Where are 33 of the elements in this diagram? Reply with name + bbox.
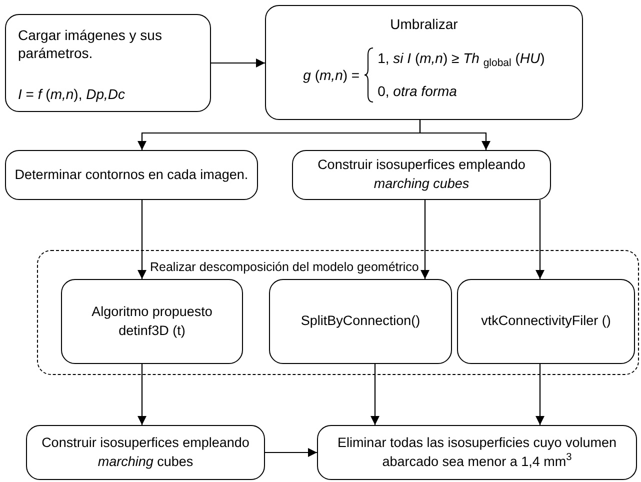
process-box	[265, 5, 583, 120]
process-box	[317, 425, 637, 480]
process-box	[292, 150, 551, 200]
node-text: Construir isosuperfices empleando marching cubes	[316, 156, 526, 193]
arrow	[138, 364, 146, 425]
node-text: I = f (m,n), Dp,Dc	[18, 86, 126, 104]
process-box	[269, 279, 452, 364]
process-box	[457, 279, 635, 364]
process-box	[61, 279, 243, 364]
process-box	[5, 150, 258, 200]
dashed-group	[37, 250, 639, 375]
node-text: SplitByConnection()	[300, 312, 420, 330]
formula-text: g (m,n) =	[303, 66, 360, 85]
arrow	[265, 448, 317, 457]
arrow	[138, 200, 146, 279]
group-heading: Realizar descomposición del modelo geométrico	[150, 261, 419, 274]
arrow	[211, 58, 265, 68]
arrow	[536, 200, 544, 279]
process-box	[26, 425, 265, 480]
node-text: Determinar contornos en cada imagen.	[14, 166, 248, 184]
node-text: Cargar imágenes y sus parámetros.	[18, 27, 163, 62]
node-text: vtkConnectivityFiler ()	[481, 312, 611, 330]
node-title: Umbralizar	[390, 15, 458, 34]
arrow	[419, 120, 490, 150]
node-text: Algoritmo propuesto detinf3D (t)	[90, 302, 214, 340]
node-text: Construir isosuperfices empleando marching cubes	[40, 434, 250, 471]
arrow	[370, 364, 380, 425]
formula-case: 0, otra forma	[378, 82, 458, 101]
formula-case: 1, si I (m,n) ≥ Th $_{global}$ (HU)	[378, 49, 545, 69]
node-text: Eliminar todas las isosuperficies cuyo volumen abarcado sea menor a 1,4 mm$^{3}$	[336, 434, 618, 470]
arrow	[420, 200, 430, 279]
process-box	[5, 14, 211, 112]
arrow	[536, 364, 544, 425]
